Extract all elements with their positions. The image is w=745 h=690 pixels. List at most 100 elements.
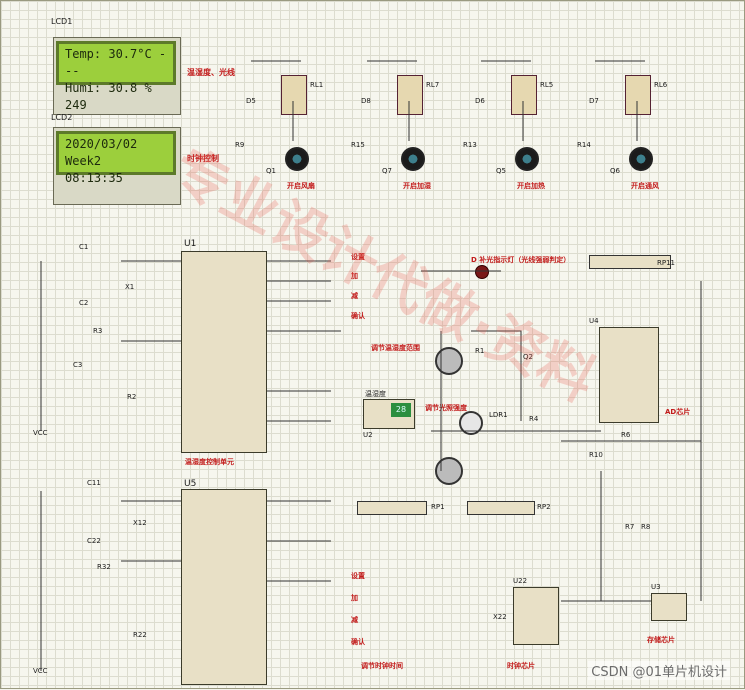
lcd1-label: LCD1 [51,17,73,26]
u2-label: U2 [363,431,373,439]
lcd1-line1: Temp: 30.7°C --- [65,47,167,78]
u3-caption: 存储芯片 [647,636,675,644]
button-label-set-2: 设置 [351,572,365,580]
meter-1-icon [435,347,463,375]
heater-motor-icon [515,147,539,171]
lcd1-line2: Humi: 30.8 % 249 [65,81,152,112]
relay-caption: 开启通风 [631,182,659,190]
diode-label: D6 [475,97,485,105]
relay-caption: 开启风扇 [287,182,315,190]
vcc-label: VCC [33,667,48,675]
vcc-label: VCC [33,429,48,437]
footer-credit: CSDN @01单片机设计 [588,661,730,680]
r32-label: R32 [97,563,111,571]
button-label-ok-2: 确认 [351,638,365,646]
x1-label: X1 [125,283,135,291]
u5-label: U5 [184,479,197,489]
r3-label: R3 [93,327,103,335]
led-caption: D 补光指示灯（光线强弱判定） [471,256,571,264]
u22-label: U22 [513,577,528,585]
fan-motor-icon [285,147,309,171]
x22-label: X22 [493,613,507,621]
u4-label: U4 [589,317,599,325]
resistor-label: R13 [463,141,477,149]
ldr-label: LDR1 [489,411,508,419]
transistor-label: Q1 [266,167,276,175]
lcd2-line2: 08:13:35 [65,171,123,185]
c2-label: C2 [79,299,89,307]
transistor-label: Q5 [496,167,506,175]
u2-caption: 温湿度 [365,390,386,398]
resistor-pack-rp1 [357,501,427,515]
relay-rl1 [281,75,307,115]
r6-label: R6 [621,431,631,439]
eeprom-chip [651,593,687,621]
adjust-top-caption: 调节温湿度范围 [371,344,420,352]
x12-label: X12 [133,519,147,527]
r4-label: R4 [529,415,539,423]
r22-label: R22 [133,631,147,639]
lcd1-screen: Temp: 30.7°C --- Humi: 30.8 % 249 [56,41,176,112]
rtc-chip [513,587,559,645]
meter-2-icon [435,457,463,485]
button-label-minus-2: 减 [351,616,358,624]
diode-label: D8 [361,97,371,105]
diode-label: D7 [589,97,599,105]
lcd2-line1: 2020/03/02 Week2 [65,137,138,168]
indicator-led-icon [475,265,489,279]
r8-label: R8 [641,523,651,531]
r10-label: R10 [589,451,603,459]
lcd1-caption: 温湿度、光线 [187,68,235,77]
relay-rl6 [625,75,651,115]
rp11-label: RP11 [657,259,675,267]
lcd2-label: LCD2 [51,113,73,122]
lcd2-caption: 时钟控制 [187,154,219,163]
button-label-ok: 确认 [351,312,365,320]
resistor-pack-rp2 [467,501,535,515]
resistor-label: R9 [235,141,245,149]
q2-label: Q2 [523,353,533,361]
resistor-label: R15 [351,141,365,149]
u4-caption: AD芯片 [665,408,691,416]
button-label-plus: 加 [351,272,358,280]
c3-label: C3 [73,361,83,369]
button-label-set: 设置 [351,253,365,261]
mcu-u5 [181,489,267,685]
r2-label: R2 [127,393,137,401]
c11-label: C11 [87,479,101,487]
u3-label: U3 [651,583,661,591]
c22-label: C22 [87,537,101,545]
relay-caption: 开启加湿 [403,182,431,190]
resistor-pack-rp11 [589,255,671,269]
r1-label: R1 [475,347,485,355]
humidifier-motor-icon [401,147,425,171]
button-label-plus-2: 加 [351,594,358,602]
diode-label: D5 [246,97,256,105]
lcd2-screen: 2020/03/02 Week2 08:13:35 [56,131,176,185]
adjust-bottom-caption: 调节时钟时间 [361,662,403,670]
r7-label: R7 [625,523,635,531]
u2-screen: 28 [391,403,411,417]
transistor-label: Q6 [610,167,620,175]
relay-label: RL6 [654,81,668,89]
u1-label: U1 [184,239,197,249]
c1-label: C1 [79,243,89,251]
relay-rl7 [397,75,423,115]
resistor-label: R14 [577,141,591,149]
button-label-minus: 减 [351,292,358,300]
relay-label: RL1 [310,81,324,89]
adc-chip [599,327,659,423]
light-caption: 调节光照强度 [425,404,467,412]
rp1-label: RP1 [431,503,445,511]
relay-label: RL5 [540,81,554,89]
u22-caption: 时钟芯片 [507,662,535,670]
u1-caption: 温湿度控制单元 [185,458,234,466]
transistor-label: Q7 [382,167,392,175]
rp2-label: RP2 [537,503,551,511]
mcu-u1 [181,251,267,453]
vent-motor-icon [629,147,653,171]
relay-label: RL7 [426,81,440,89]
relay-caption: 开启加热 [517,182,545,190]
